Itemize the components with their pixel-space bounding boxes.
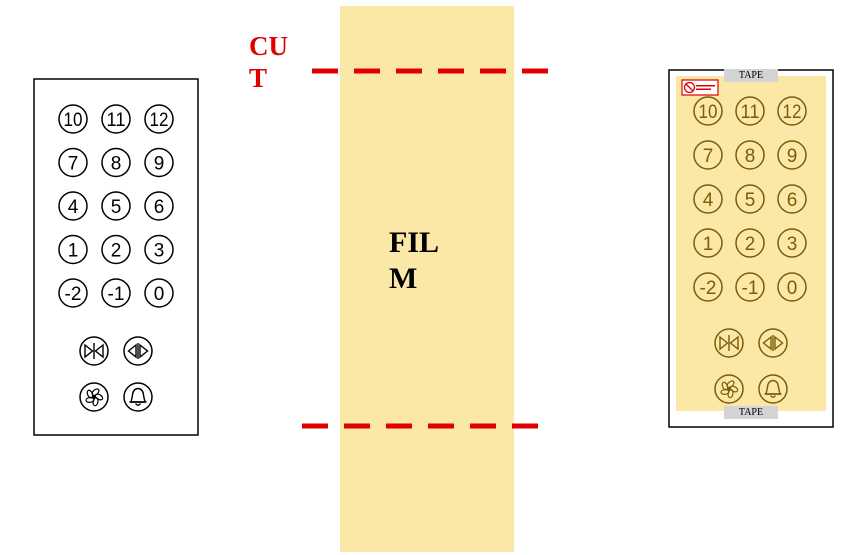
cut-label: CUT: [249, 31, 288, 93]
left-floor-button-label: 1: [68, 240, 79, 261]
right-floor-button--1[interactable]: -1: [735, 272, 765, 302]
left-floor-button-label: -1: [108, 284, 125, 305]
tape-top: TAPE: [724, 69, 778, 82]
right-floor-button-1[interactable]: 1: [693, 228, 723, 258]
right-floor-button-11[interactable]: 11: [735, 96, 765, 126]
tape-bottom: TAPE: [724, 406, 778, 419]
right-floor-button-4[interactable]: 4: [693, 184, 723, 214]
right-floor-button-6[interactable]: 6: [777, 184, 807, 214]
right-floor-button-label: 4: [703, 190, 714, 211]
right-floor-button-label: 7: [703, 146, 714, 167]
film-strip: [340, 6, 514, 552]
left-floor-button-1[interactable]: 1: [58, 234, 88, 265]
left-floor-button-label: -2: [65, 284, 82, 305]
left-floor-button-label: 6: [154, 197, 165, 218]
left-floor-button-label: 4: [68, 197, 79, 218]
left-door-open-button[interactable]: [123, 336, 153, 366]
door-close-icon: [84, 343, 104, 359]
left-floor-button-10[interactable]: 10: [58, 104, 88, 134]
alarm-bell-icon: [129, 387, 147, 406]
right-floor-button-label: -1: [742, 278, 759, 299]
left-floor-button-11[interactable]: 11: [101, 104, 131, 134]
left-floor-button-label: 7: [68, 153, 79, 174]
right-floor-button-label: 12: [783, 102, 802, 123]
left-door-close-button[interactable]: [79, 336, 109, 366]
right-floor-button-label: 2: [745, 234, 756, 255]
right-floor-button-9[interactable]: 9: [777, 140, 807, 170]
left-floor-button-label: 12: [150, 110, 169, 131]
left-floor-button-5[interactable]: 5: [101, 191, 131, 221]
right-door-close-button[interactable]: [714, 328, 744, 358]
door-open-icon: [762, 335, 784, 351]
right-floor-button-2[interactable]: 2: [735, 228, 765, 258]
left-fan-button[interactable]: [79, 382, 109, 412]
right-floor-button-8[interactable]: 8: [735, 140, 765, 170]
right-floor-button-5[interactable]: 5: [735, 184, 765, 214]
right-floor-button-label: 10: [699, 102, 718, 123]
right-floor-button-label: 9: [787, 146, 798, 167]
left-floor-button-label: 8: [111, 153, 122, 174]
right-door-open-button[interactable]: [758, 328, 788, 358]
right-floor-button-12[interactable]: 12: [777, 96, 807, 126]
right-floor-button-label: 8: [745, 146, 756, 167]
left-alarm-bell-button[interactable]: [123, 382, 153, 412]
left-floor-button-label: 11: [107, 110, 126, 131]
right-floor-button-3[interactable]: 3: [777, 228, 807, 258]
alarm-bell-icon: [764, 379, 782, 398]
left-floor-button-8[interactable]: 8: [101, 147, 131, 178]
fan-icon: [85, 388, 104, 407]
left-floor-button-4[interactable]: 4: [58, 191, 88, 221]
film-label: FILM: [389, 226, 440, 295]
right-floor-button-label: -2: [700, 278, 717, 299]
left-floor-button-label: 2: [111, 240, 122, 261]
fan-icon: [720, 380, 739, 399]
right-floor-button-label: 3: [787, 234, 798, 255]
left-floor-button-3[interactable]: 3: [144, 234, 174, 265]
left-floor-button-label: 5: [111, 197, 122, 218]
film-overlay: [676, 76, 826, 411]
left-floor-button-7[interactable]: 7: [58, 147, 88, 178]
right-fan-button[interactable]: [714, 374, 744, 404]
door-open-icon: [127, 343, 149, 359]
left-floor-button--1[interactable]: -1: [101, 278, 131, 308]
right-floor-button-7[interactable]: 7: [693, 140, 723, 170]
right-floor-button--2[interactable]: -2: [693, 272, 723, 302]
left-floor-button-9[interactable]: 9: [144, 147, 174, 178]
left-floor-button-label: 0: [154, 284, 165, 305]
right-floor-button-label: 11: [741, 102, 760, 123]
right-floor-button-0[interactable]: 0: [777, 272, 807, 302]
right-floor-button-label: 1: [703, 234, 714, 255]
left-floor-button-label: 9: [154, 153, 165, 174]
left-floor-button-12[interactable]: 12: [144, 104, 174, 134]
warning-sign: [681, 79, 719, 96]
right-alarm-bell-button[interactable]: [758, 374, 788, 404]
left-floor-button-label: 3: [154, 240, 165, 261]
no-symbol-icon: [683, 81, 696, 94]
left-floor-button-2[interactable]: 2: [101, 234, 131, 265]
right-floor-button-label: 0: [787, 278, 798, 299]
right-floor-button-10[interactable]: 10: [693, 96, 723, 126]
left-floor-button--2[interactable]: -2: [58, 278, 88, 308]
door-close-icon: [719, 335, 739, 351]
left-floor-button-0[interactable]: 0: [144, 278, 174, 308]
left-floor-button-6[interactable]: 6: [144, 191, 174, 221]
right-floor-button-label: 6: [787, 190, 798, 211]
right-floor-button-label: 5: [745, 190, 756, 211]
left-floor-button-label: 10: [64, 110, 83, 131]
